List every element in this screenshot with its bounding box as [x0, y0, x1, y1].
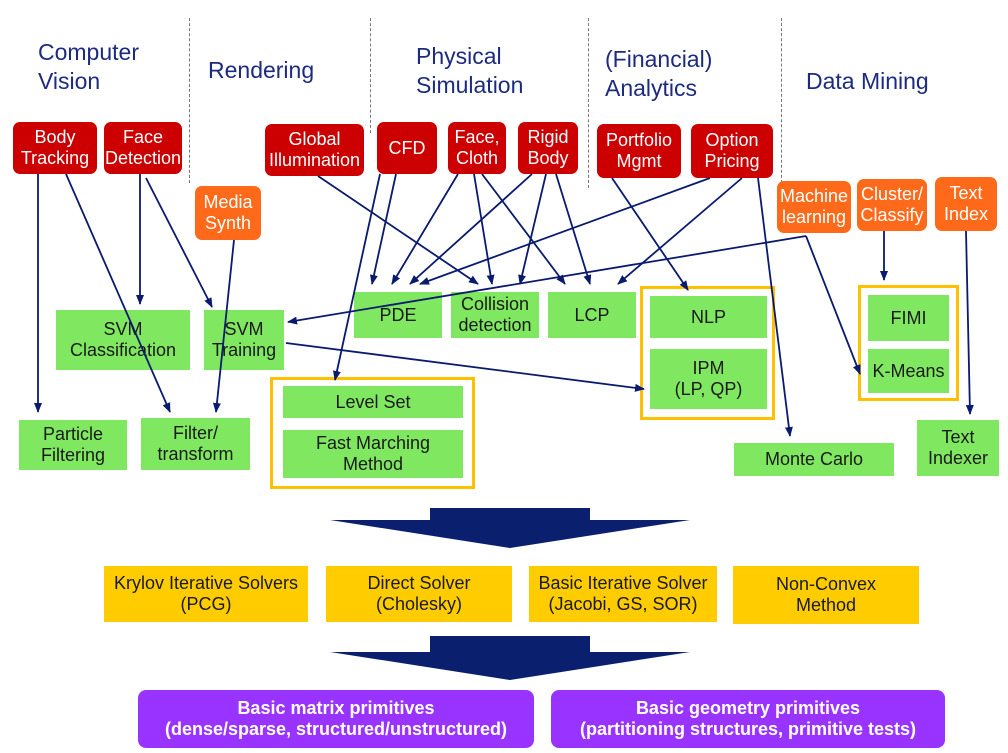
heading-data-mining: Data Mining — [806, 68, 929, 94]
heading-rendering: Rendering — [208, 57, 315, 83]
arrow-rigid-body-to-collision-detection — [518, 173, 547, 285]
arrow-portfolio-mgmt-to-nlp — [611, 177, 689, 291]
arrow-face-cloth-to-lcp — [481, 173, 566, 285]
column-divider — [781, 18, 782, 188]
kernel-particle-filtering: Particle Filtering — [19, 420, 127, 470]
arrow-rigid-body-to-pde — [409, 173, 533, 285]
arrow-machine-learning-to-k-means — [805, 235, 861, 375]
kernel-monte-carlo: Monte Carlo — [734, 443, 894, 476]
app-rigid-body: Rigid Body — [518, 122, 578, 174]
heading-physical-simulation: Physical Simulation — [416, 43, 524, 98]
arrow-cfd-to-level-set — [333, 173, 381, 381]
app-text-index: Text Index — [935, 177, 997, 231]
app-global-illumination: Global Illumination — [265, 124, 364, 176]
primitive-geometry: Basic geometry primitives (partitioning … — [551, 690, 945, 748]
arrow-option-pricing-to-lcp — [617, 177, 743, 285]
solver-basic-iterative: Basic Iterative Solver (Jacobi, GS, SOR) — [529, 566, 717, 622]
primitive-matrix: Basic matrix primitives (dense/sparse, s… — [138, 690, 534, 748]
column-divider — [189, 18, 190, 183]
kernel-nlp: NLP — [650, 296, 767, 338]
app-cluster-classify: Cluster/ Classify — [857, 179, 927, 231]
kernel-lcp: LCP — [548, 292, 636, 338]
kernel-svm-training: SVM Training — [204, 310, 284, 370]
kernel-svm-classification: SVM Classification — [56, 310, 190, 370]
heading-financial-analytics: (Financial) Analytics — [605, 46, 713, 101]
app-cfd: CFD — [377, 122, 437, 174]
arrow-text-index-to-text-indexer — [965, 230, 974, 415]
kernel-fast-marching: Fast Marching Method — [283, 430, 463, 478]
kernel-text-indexer: Text Indexer — [917, 420, 999, 476]
kernel-k-means: K-Means — [868, 349, 949, 393]
column-divider — [370, 18, 371, 133]
arrow-face-cloth-to-pde — [391, 173, 459, 285]
kernel-collision-detection: Collision detection — [451, 292, 539, 338]
arrow-option-pricing-to-pde — [419, 177, 711, 285]
arrow-global-illumination-to-collision-detection — [317, 175, 479, 285]
arrow-cfd-to-pde — [370, 173, 397, 285]
app-option-pricing: Option Pricing — [691, 124, 773, 178]
app-media-synth: Media Synth — [195, 186, 261, 240]
app-face-detection: Face Detection — [104, 122, 182, 174]
kernel-ipm: IPM (LP, QP) — [650, 349, 767, 409]
column-divider — [588, 18, 589, 188]
kernel-pde: PDE — [354, 292, 442, 338]
app-machine-learning: Machine learning — [777, 181, 851, 233]
kernel-filter-transform: Filter/ transform — [141, 418, 250, 470]
arrow-body-tracking-to-filter-transform — [65, 173, 171, 413]
heading-computer-vision: Computer Vision — [38, 39, 139, 94]
arrow-rigid-body-to-lcp — [555, 173, 592, 285]
solver-direct: Direct Solver (Cholesky) — [326, 566, 512, 622]
solver-non-convex: Non-Convex Method — [733, 566, 919, 624]
layer-arrow-to-solvers — [330, 508, 690, 548]
layer-arrow-to-primitives — [330, 636, 690, 680]
kernel-level-set: Level Set — [283, 386, 463, 418]
app-portfolio-mgmt: Portfolio Mgmt — [597, 124, 681, 178]
app-face-cloth: Face, Cloth — [448, 122, 506, 174]
solver-krylov: Krylov Iterative Solvers (PCG) — [104, 566, 308, 622]
app-body-tracking: Body Tracking — [13, 122, 97, 174]
kernel-fimi: FIMI — [868, 295, 949, 341]
arrow-face-cloth-to-collision-detection — [473, 173, 495, 285]
